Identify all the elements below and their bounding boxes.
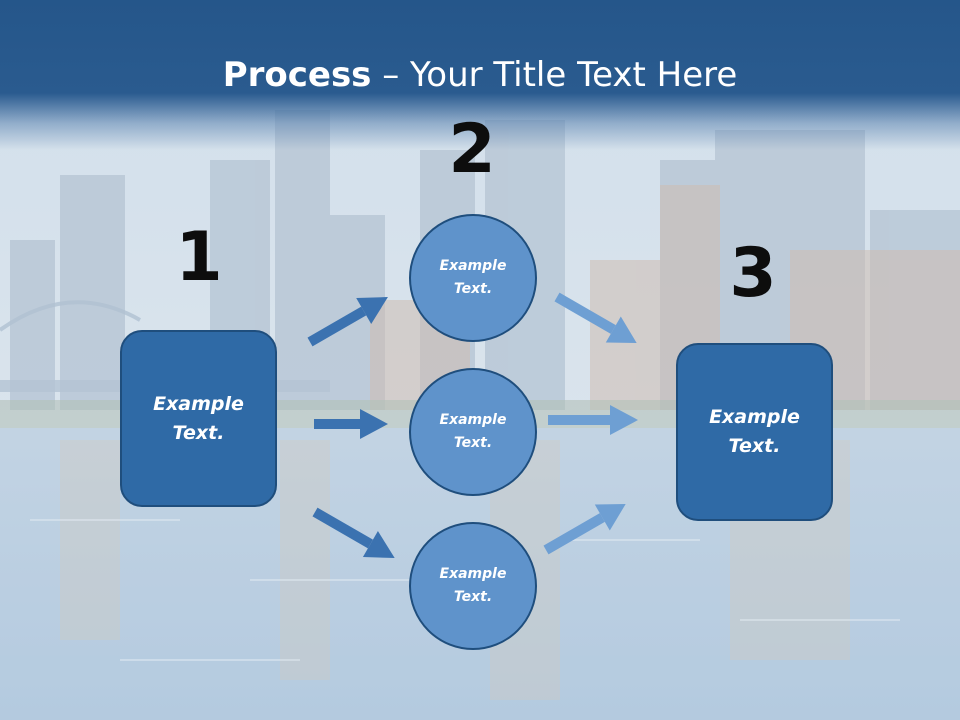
- title-bold: Process: [222, 55, 372, 95]
- right-box-text: Example Text.: [709, 406, 800, 457]
- step-number-3: 3: [729, 234, 777, 313]
- step-number-2: 2: [448, 110, 496, 189]
- circle-middle: Example Text.: [409, 368, 537, 496]
- title-bar: [0, 0, 960, 150]
- step-number-1: 1: [175, 218, 223, 297]
- slide-title: Process – Your Title Text Here: [0, 52, 960, 98]
- circle-middle-text: Example Text.: [439, 412, 507, 451]
- right-box: Example Text.: [676, 343, 833, 521]
- left-box: Example Text.: [120, 330, 277, 507]
- circle-bottom: Example Text.: [409, 522, 537, 650]
- title-rest: – Your Title Text Here: [371, 55, 738, 95]
- left-box-text: Example Text.: [153, 392, 244, 444]
- circle-top: Example Text.: [409, 214, 537, 342]
- circle-top-text: Example Text.: [439, 258, 507, 297]
- circle-bottom-text: Example Text.: [439, 566, 507, 605]
